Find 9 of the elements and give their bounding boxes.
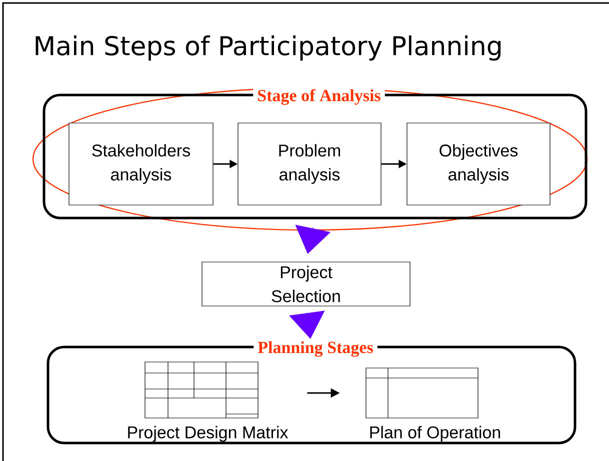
process-box: Problem analysis — [238, 122, 382, 206]
matrix-drawing: Project Design Matrix — [128, 362, 288, 442]
down-triangle-arrow — [289, 310, 325, 339]
process-box: Stakeholders analysis — [68, 122, 214, 206]
plan-table-drawing: Plan of Operation — [366, 368, 500, 442]
process-box: Project Selection — [202, 262, 410, 306]
down-triangle-arrow — [295, 224, 331, 254]
slide-title: Main Steps of Participatory Planning — [36, 35, 501, 61]
process-box: Objectives analysis — [406, 122, 550, 206]
